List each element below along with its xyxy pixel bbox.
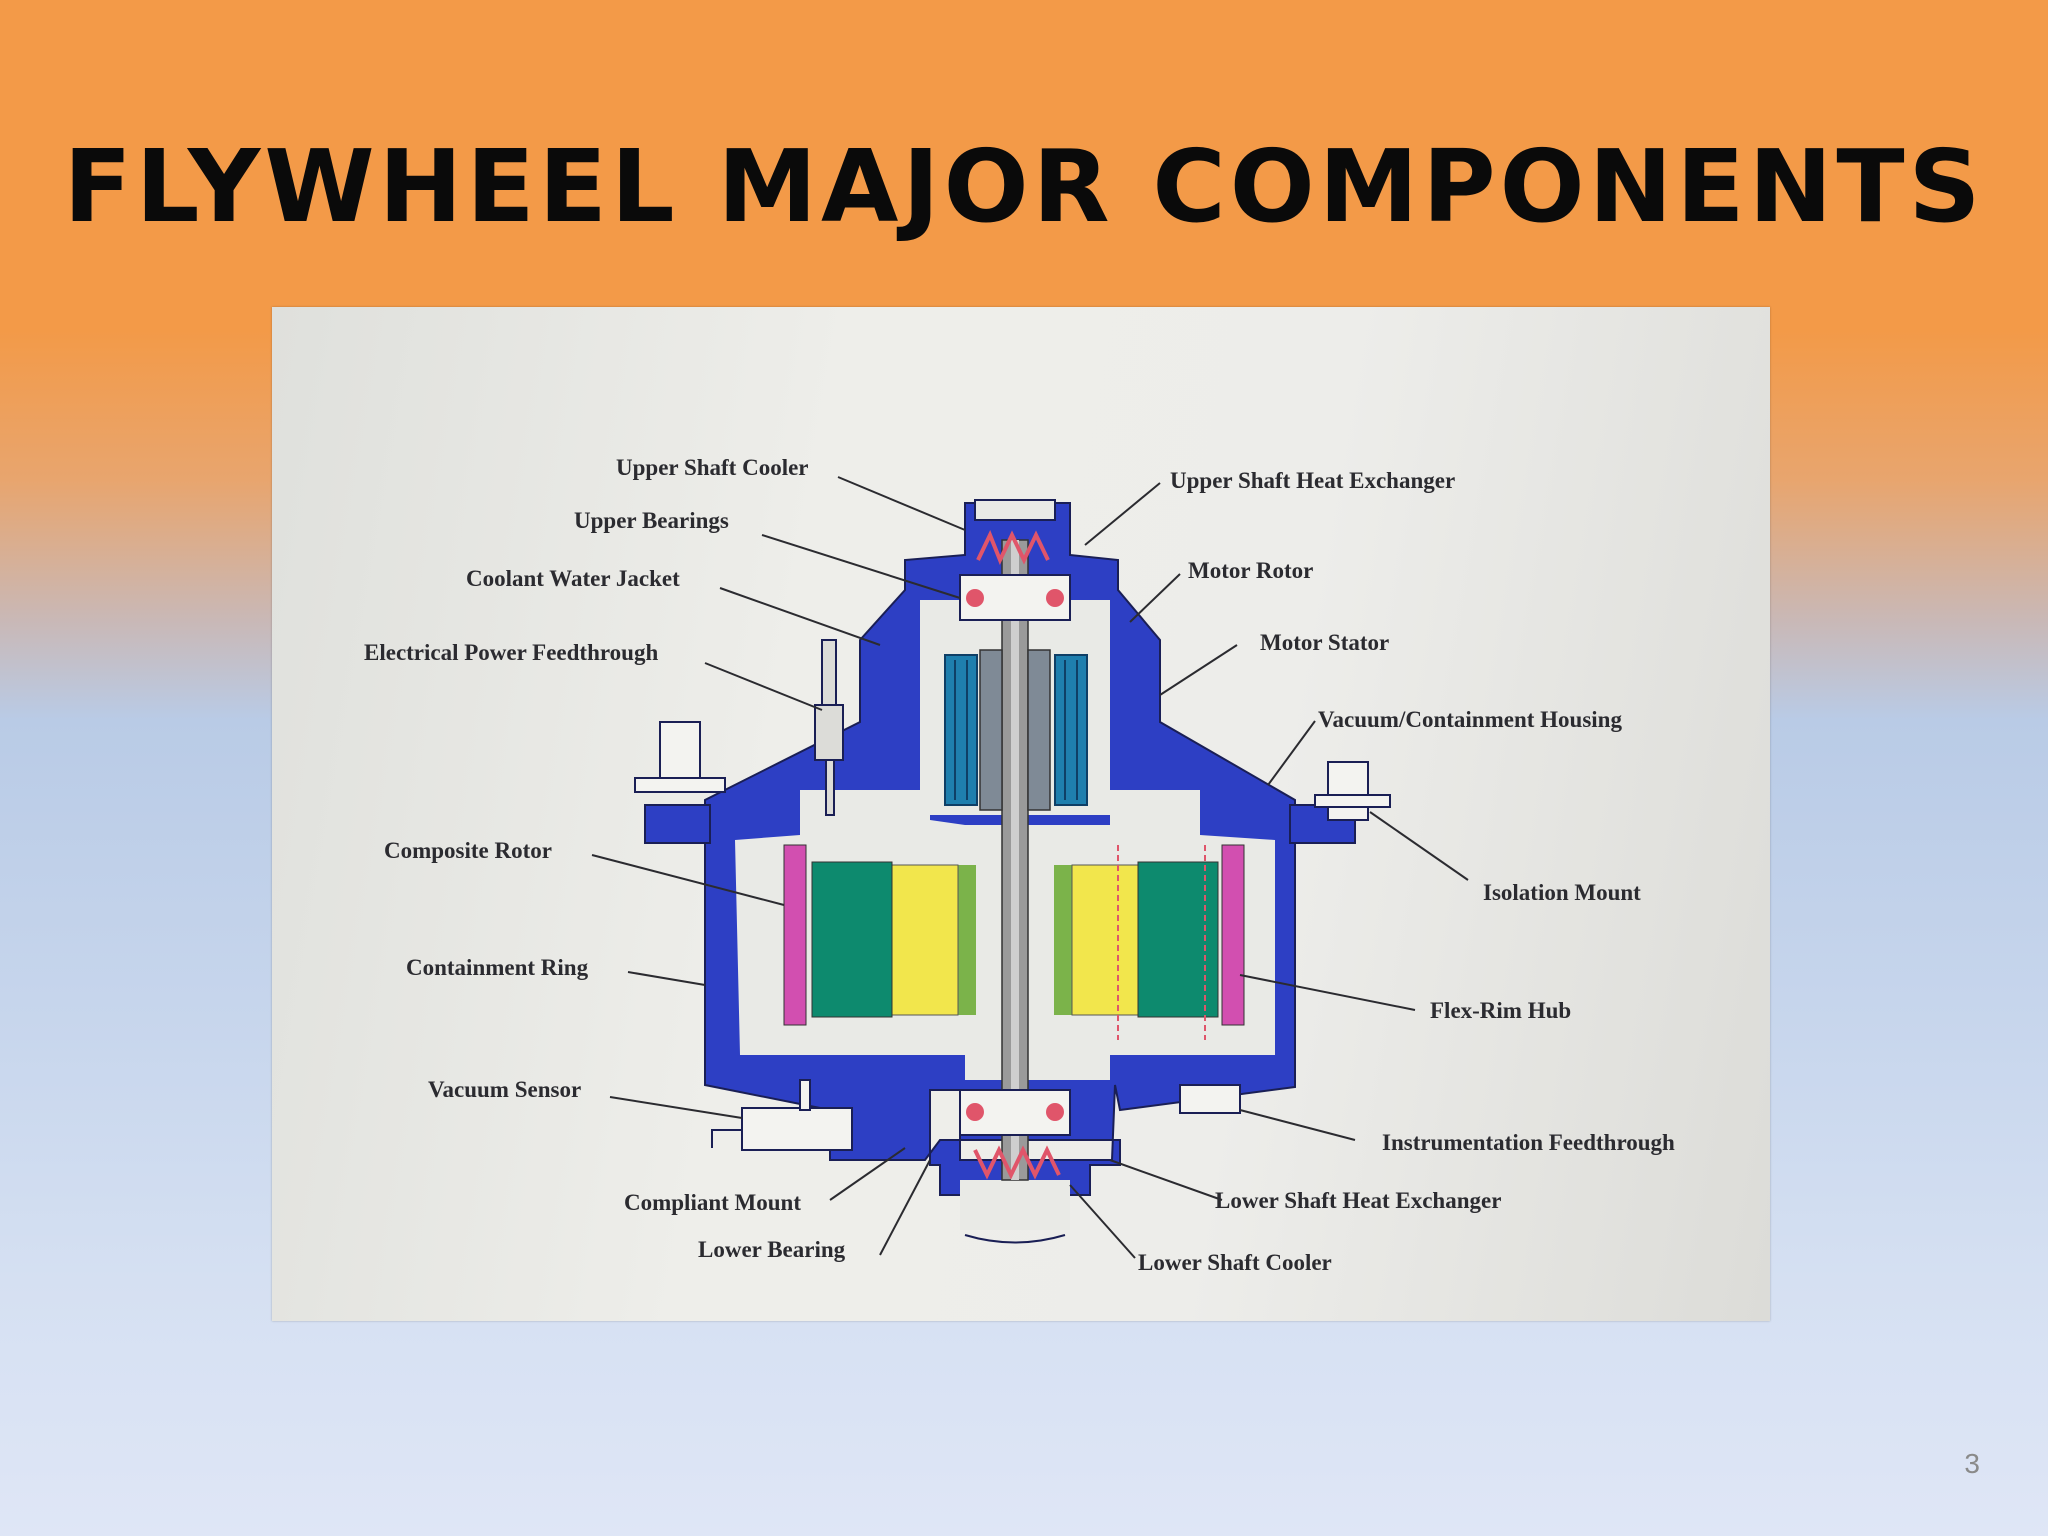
slide-title: FLYWHEEL MAJOR COMPONENTS xyxy=(63,128,1985,245)
containment-ring xyxy=(783,844,807,1026)
upper-bearings xyxy=(959,530,1071,621)
label-lower-bearing: Lower Bearing xyxy=(698,1237,846,1262)
label-coolant-water-jacket: Coolant Water Jacket xyxy=(466,566,680,591)
label-lower-shaft-heat-exchanger: Lower Shaft Heat Exchanger xyxy=(1215,1188,1501,1213)
vacuum-sensor xyxy=(711,1079,853,1151)
label-composite-rotor: Composite Rotor xyxy=(384,838,552,863)
motor-rotor xyxy=(979,649,1051,811)
flywheel-cross-section-diagram: Upper Shaft Cooler Upper Bearings Coolan… xyxy=(364,455,1675,1275)
instrumentation-feedthrough xyxy=(1179,1084,1241,1114)
label-motor-rotor: Motor Rotor xyxy=(1188,558,1313,583)
label-flex-rim-hub: Flex-Rim Hub xyxy=(1430,998,1571,1023)
page-number: 3 xyxy=(1964,1448,1980,1479)
diagram-labels: Upper Shaft Cooler Upper Bearings Coolan… xyxy=(364,455,1675,1275)
label-electrical-power-feedthrough: Electrical Power Feedthrough xyxy=(364,640,658,665)
label-compliant-mount: Compliant Mount xyxy=(624,1190,801,1215)
electrical-power-feedthrough xyxy=(814,639,844,816)
label-isolation-mount: Isolation Mount xyxy=(1483,880,1641,905)
label-instrumentation-feedthrough: Instrumentation Feedthrough xyxy=(1382,1130,1675,1155)
label-motor-stator: Motor Stator xyxy=(1260,630,1389,655)
flex-rim-hub xyxy=(891,864,959,1016)
leader-lines xyxy=(591,476,1469,1259)
label-vacuum-sensor: Vacuum Sensor xyxy=(428,1077,581,1102)
motor-stator xyxy=(944,654,1088,806)
label-containment-ring: Containment Ring xyxy=(406,955,589,980)
label-upper-shaft-heat-exchanger: Upper Shaft Heat Exchanger xyxy=(1170,468,1455,493)
label-upper-shaft-cooler: Upper Shaft Cooler xyxy=(616,455,809,480)
isolation-mounts xyxy=(634,721,1391,844)
label-lower-shaft-cooler: Lower Shaft Cooler xyxy=(1138,1250,1332,1275)
label-vacuum-containment-housing: Vacuum/Containment Housing xyxy=(1318,707,1622,732)
lower-bearings xyxy=(959,1089,1071,1244)
flywheel-diagram-photo: Upper Shaft Cooler Upper Bearings Coolan… xyxy=(272,307,1770,1321)
composite-rotor xyxy=(811,861,893,1018)
flywheel-rotor-assembly xyxy=(783,844,1245,1040)
label-upper-bearings: Upper Bearings xyxy=(574,508,729,533)
